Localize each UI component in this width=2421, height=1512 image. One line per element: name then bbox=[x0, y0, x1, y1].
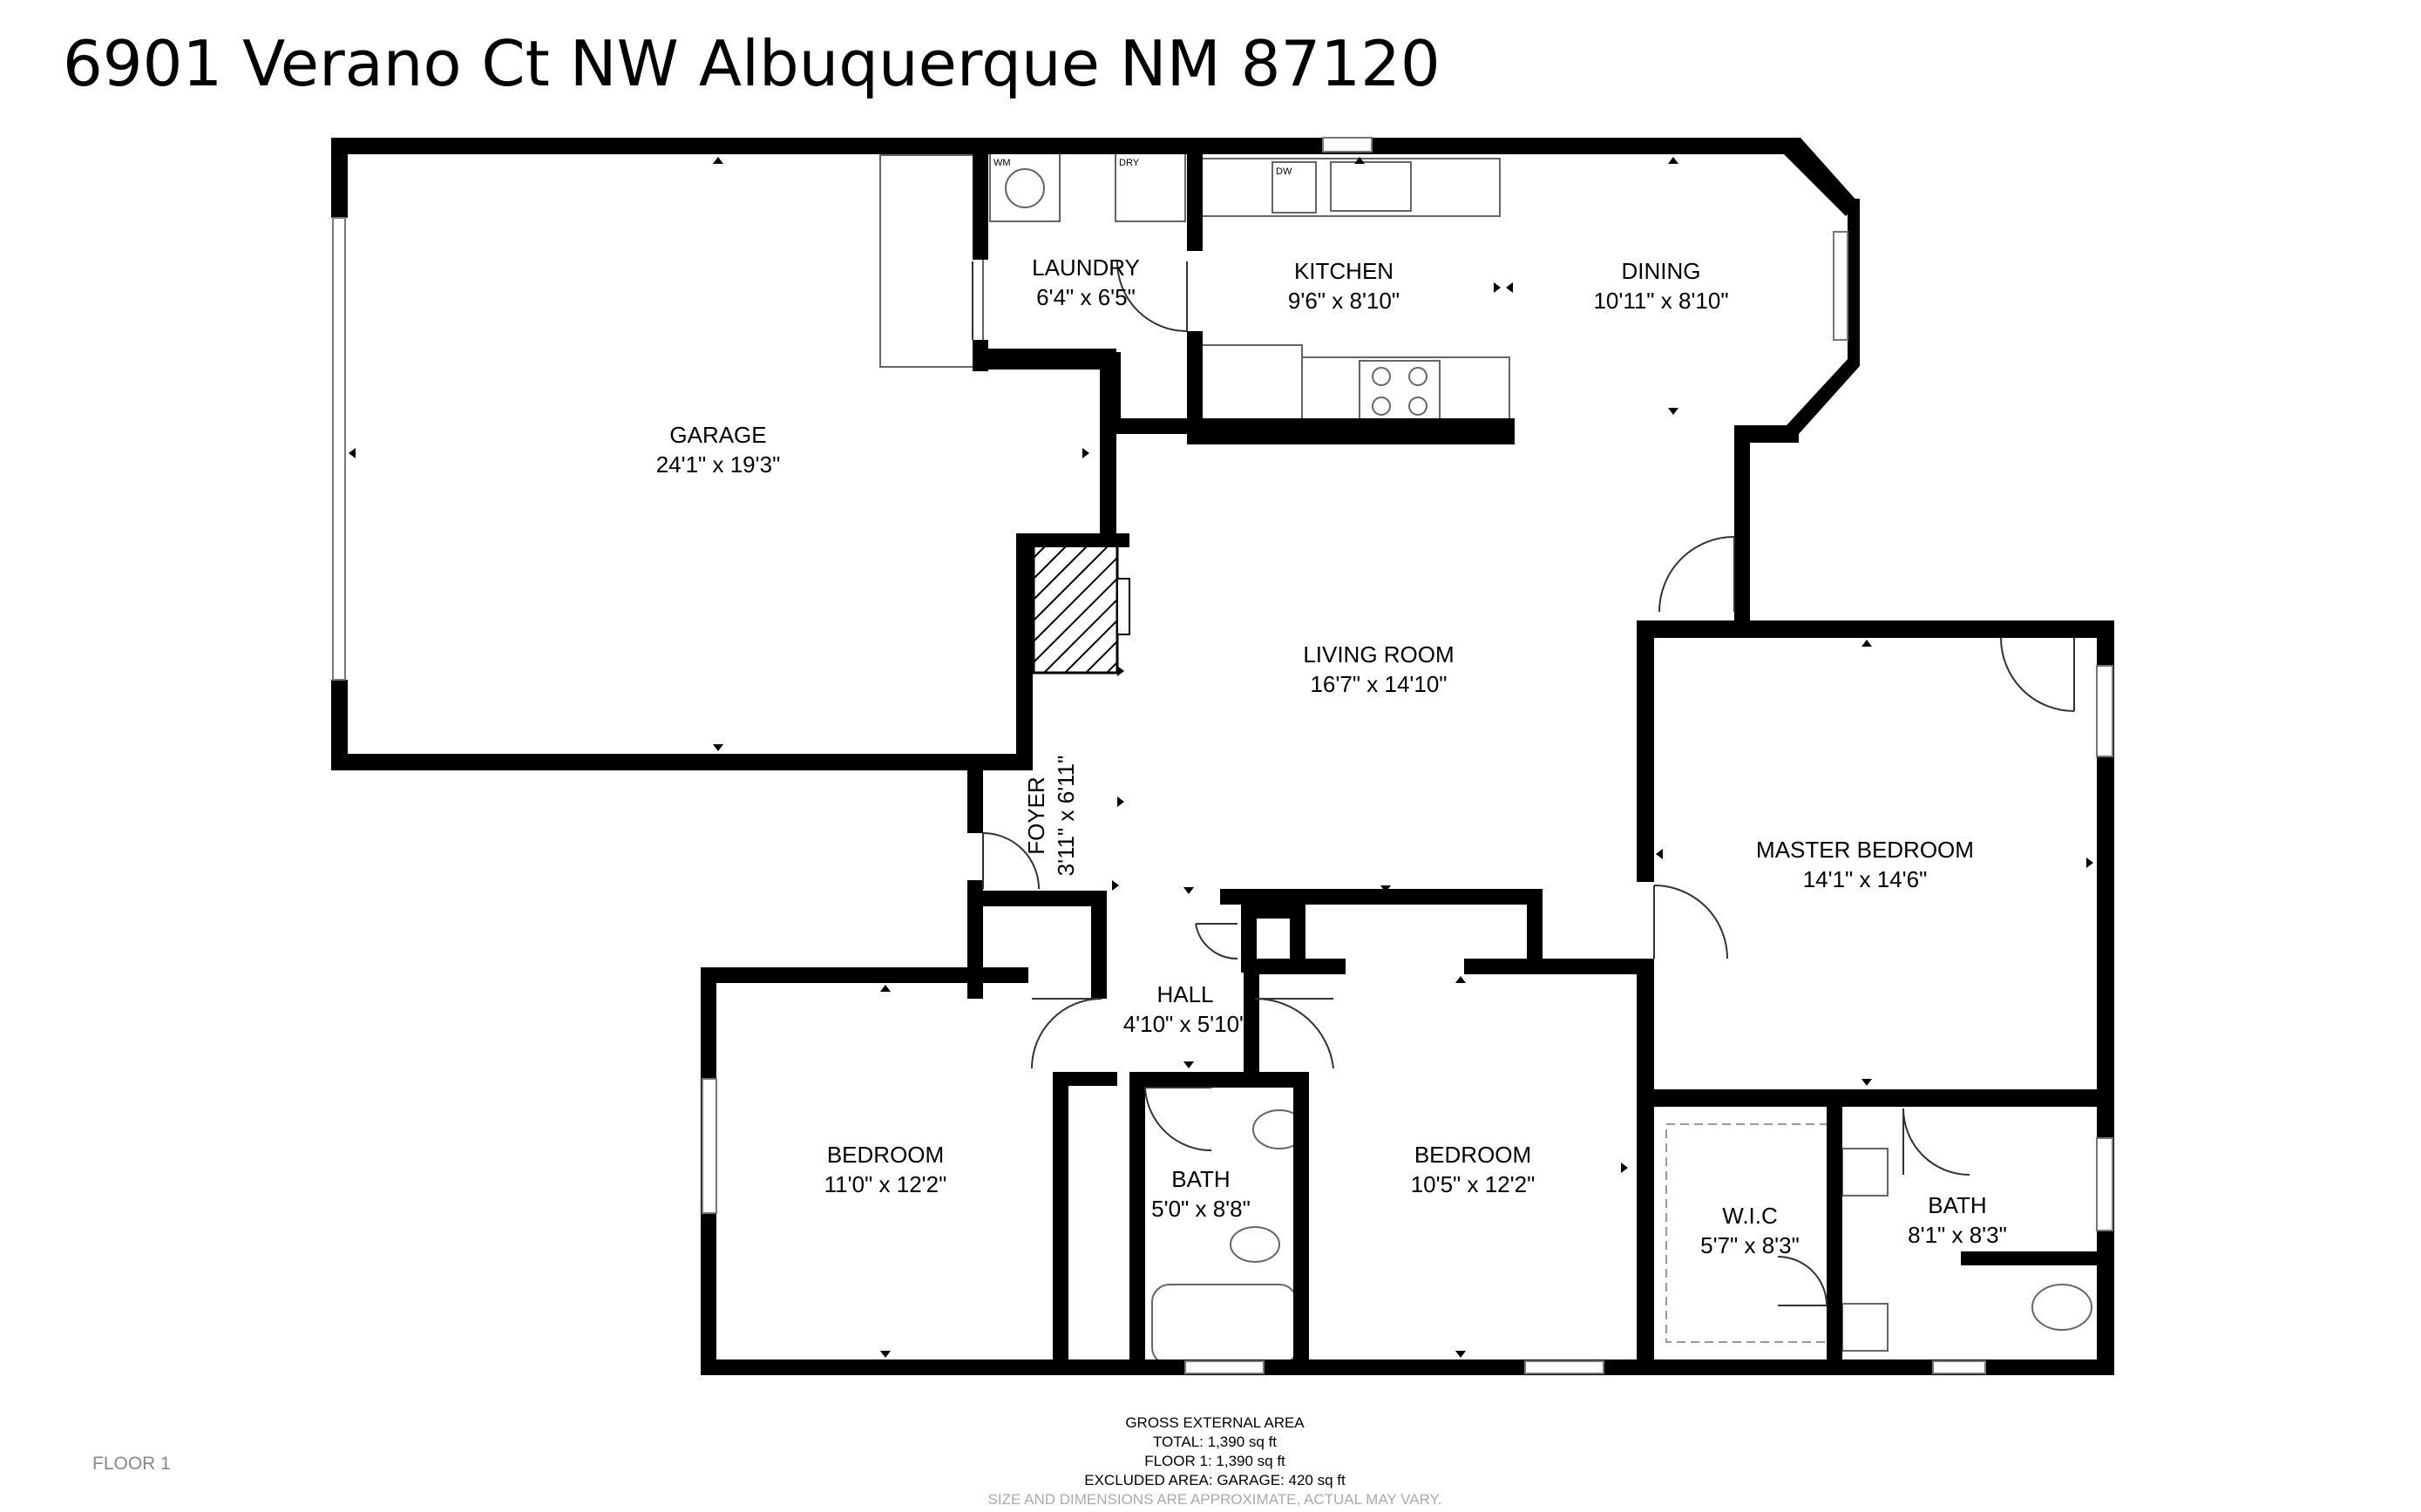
room-dims-bath-2: 8'1" x 8'3" bbox=[1908, 1222, 2007, 1248]
bedroom2-window bbox=[1524, 1360, 1604, 1374]
washer-drum-icon bbox=[1005, 168, 1045, 208]
disclaimer: SIZE AND DIMENSIONS ARE APPROXIMATE, ACT… bbox=[988, 1491, 1442, 1508]
wic-door bbox=[1777, 1256, 1828, 1306]
room-dims-wic: 5'7" x 8'3" bbox=[1700, 1232, 1800, 1258]
master-closet-door bbox=[2000, 637, 2075, 712]
bath2-bottom-window bbox=[1932, 1360, 1986, 1374]
room-dims-bedroom-1: 11'0" x 12'2" bbox=[824, 1171, 947, 1197]
room-name-wic: W.I.C bbox=[1722, 1203, 1778, 1229]
closet-shelving bbox=[1665, 1123, 1833, 1343]
floor-label: FLOOR 1 bbox=[92, 1454, 171, 1474]
bath2-sink-bottom-icon bbox=[1841, 1303, 1889, 1352]
windows bbox=[332, 137, 2113, 1374]
room-dims-hall: 4'10" x 5'10" bbox=[1123, 1011, 1248, 1037]
master-window bbox=[2096, 665, 2113, 757]
washer-label: WM bbox=[993, 158, 1011, 168]
master-door bbox=[1653, 885, 1728, 959]
room-dims-bath-1: 5'0" x 8'8" bbox=[1151, 1196, 1251, 1222]
garage-door bbox=[332, 217, 346, 681]
laundry-door bbox=[1116, 261, 1188, 332]
bath2-door bbox=[1902, 1108, 1970, 1176]
bath1-window bbox=[1184, 1360, 1265, 1374]
area-floor-1: FLOOR 1: 1,390 sq ft bbox=[1144, 1453, 1285, 1469]
room-name-dining: DINING bbox=[1622, 258, 1701, 284]
area-summary: GROSS EXTERNAL AREA TOTAL: 1,390 sq ft F… bbox=[988, 1414, 1442, 1508]
room-name-bath-2: BATH bbox=[1928, 1192, 1986, 1218]
room-name-bedroom-2: BEDROOM bbox=[1414, 1142, 1531, 1168]
walls bbox=[331, 138, 2114, 1375]
foyer-entry-door bbox=[982, 832, 1040, 890]
kitchen-window bbox=[1322, 137, 1373, 153]
room-dims-kitchen: 9'6" x 8'10" bbox=[1288, 288, 1400, 314]
bedroom1-door bbox=[1031, 998, 1102, 1069]
kitchen-counter-left bbox=[1198, 344, 1303, 423]
appliance-labels: WM DRY DW bbox=[993, 158, 1292, 177]
bathtub-icon bbox=[1151, 1284, 1298, 1366]
dryer bbox=[1115, 153, 1186, 222]
side-entry-door bbox=[1658, 536, 1735, 613]
bedroom2-door bbox=[1254, 997, 1334, 1069]
room-dims-dining: 10'11" x 8'10" bbox=[1593, 288, 1728, 314]
dining-bay-window bbox=[1833, 231, 1848, 341]
room-name-bath-1: BATH bbox=[1171, 1166, 1230, 1192]
room-name-laundry: LAUNDRY bbox=[1032, 254, 1140, 281]
cooktop-icon bbox=[1359, 360, 1441, 423]
room-name-kitchen: KITCHEN bbox=[1294, 258, 1394, 284]
page-title: 6901 Verano Ct NW Albuquerque NM 87120 bbox=[63, 27, 1441, 100]
room-dims-laundry: 6'4" x 6'5" bbox=[1036, 284, 1136, 310]
room-dims-living: 16'7" x 14'10" bbox=[1310, 671, 1447, 697]
room-dims-foyer: 3'11" x 6'11" bbox=[1053, 756, 1079, 877]
garage-storage bbox=[879, 154, 984, 368]
bath2-sink-top-icon bbox=[1841, 1148, 1889, 1197]
dryer-label: DRY bbox=[1119, 158, 1140, 168]
room-dims-garage: 24'1" x 19'3" bbox=[656, 451, 781, 478]
hall-closet-door bbox=[1195, 923, 1238, 960]
room-name-living: LIVING ROOM bbox=[1303, 641, 1454, 668]
bath1-door bbox=[1144, 1087, 1212, 1152]
bath1-toilet-icon bbox=[1230, 1226, 1280, 1263]
dishwasher-label: DW bbox=[1276, 166, 1292, 177]
area-excluded: EXCLUDED AREA: GARAGE: 420 sq ft bbox=[1084, 1472, 1346, 1488]
area-total: TOTAL: 1,390 sq ft bbox=[1153, 1434, 1277, 1450]
room-name-foyer: FOYER bbox=[1023, 776, 1049, 855]
room-dims-master: 14'1" x 14'6" bbox=[1803, 866, 1928, 892]
area-heading: GROSS EXTERNAL AREA bbox=[1125, 1414, 1305, 1431]
doors bbox=[972, 261, 2075, 1306]
room-dims-bedroom-2: 10'5" x 12'2" bbox=[1411, 1171, 1536, 1197]
room-labels: GARAGE 24'1" x 19'3" LAUNDRY 6'4" x 6'5"… bbox=[656, 254, 2007, 1258]
room-name-bedroom-1: BEDROOM bbox=[827, 1142, 944, 1168]
room-name-master: MASTER BEDROOM bbox=[1756, 837, 1974, 863]
bedroom1-window bbox=[702, 1078, 717, 1214]
fireplace bbox=[1032, 542, 1130, 675]
fixtures bbox=[879, 153, 2092, 1366]
kitchen-sink-icon bbox=[1330, 161, 1412, 212]
bath2-toilet-icon bbox=[2031, 1284, 2092, 1331]
room-name-hall: HALL bbox=[1156, 981, 1213, 1007]
room-name-garage: GARAGE bbox=[669, 422, 766, 448]
bath2-window bbox=[2096, 1137, 2113, 1231]
dishwasher bbox=[1272, 161, 1317, 214]
